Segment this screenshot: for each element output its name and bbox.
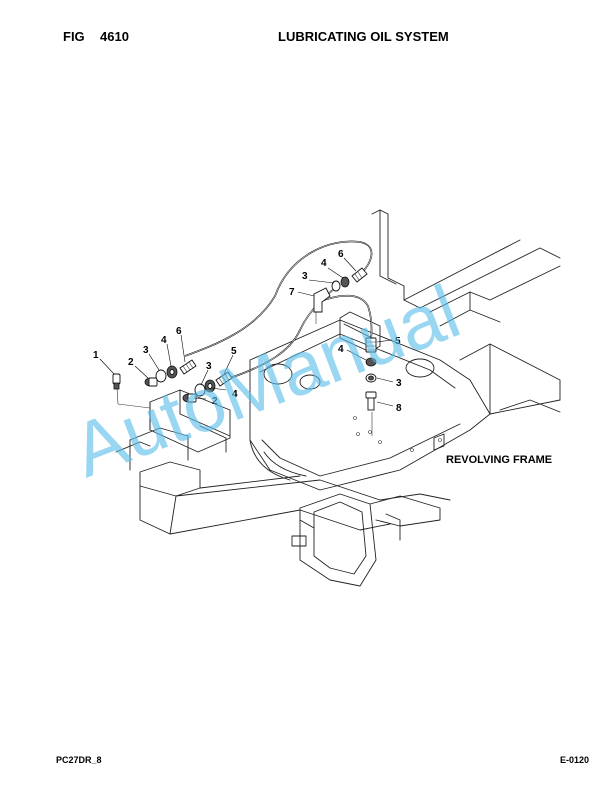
callout-5: 5 (395, 336, 401, 347)
callout-4: 4 (232, 389, 238, 400)
callout-4: 4 (161, 335, 167, 346)
revolving-frame-drawing (115, 209, 561, 587)
callout-3: 3 (143, 345, 149, 356)
fitting-4-nut-top (340, 276, 350, 288)
callout-2: 2 (212, 396, 218, 407)
callout-7: 7 (289, 287, 295, 298)
fitting-5-hose-end-left (215, 371, 233, 387)
fitting-6-hose-end-left (179, 359, 197, 375)
callout-3: 3 (396, 378, 402, 389)
watermark: AutoManual (62, 269, 471, 494)
callouts: 1 2 3 4 6 3 4 5 2 4 6 3 7 4 5 3 8 (93, 249, 402, 414)
model-code: PC27DR_8 (56, 755, 102, 765)
fitting-3-washer-lower (194, 383, 206, 397)
callout-3: 3 (302, 271, 308, 282)
callout-8: 8 (396, 403, 402, 414)
fitting-3-washer-upper (155, 369, 167, 383)
callout-5: 5 (231, 346, 237, 357)
callout-4: 4 (321, 258, 327, 269)
callout-6: 6 (176, 326, 182, 337)
fitting-6-hose-end-top (351, 267, 368, 283)
fitting-1-grease-nipple (112, 373, 121, 390)
fitting-4-nut-upper (166, 365, 178, 379)
figure-title: LUBRICATING OIL SYSTEM (278, 29, 449, 44)
fitting-3-washer-right (365, 373, 377, 383)
fitting-8-adapter (365, 391, 377, 411)
fitting-2-elbow-upper (144, 377, 158, 387)
page-code: E-0120 (560, 755, 590, 765)
fitting-4-nut-lower (204, 379, 216, 393)
leader-lines (99, 257, 394, 407)
callout-3: 3 (206, 361, 212, 372)
fitting-3-washer-top (331, 280, 341, 292)
callout-1: 1 (93, 350, 99, 361)
callout-2: 2 (128, 357, 134, 368)
fitting-5-hose-end-right (365, 337, 377, 353)
fitting-4-nut-right (365, 357, 377, 367)
fitting-7-elbow (313, 287, 331, 313)
assembly-label: REVOLVING FRAME (446, 454, 552, 466)
callout-6: 6 (338, 249, 344, 260)
figure-label: FIG (63, 29, 85, 44)
callout-4: 4 (338, 344, 344, 355)
figure-number: 4610 (100, 29, 129, 44)
